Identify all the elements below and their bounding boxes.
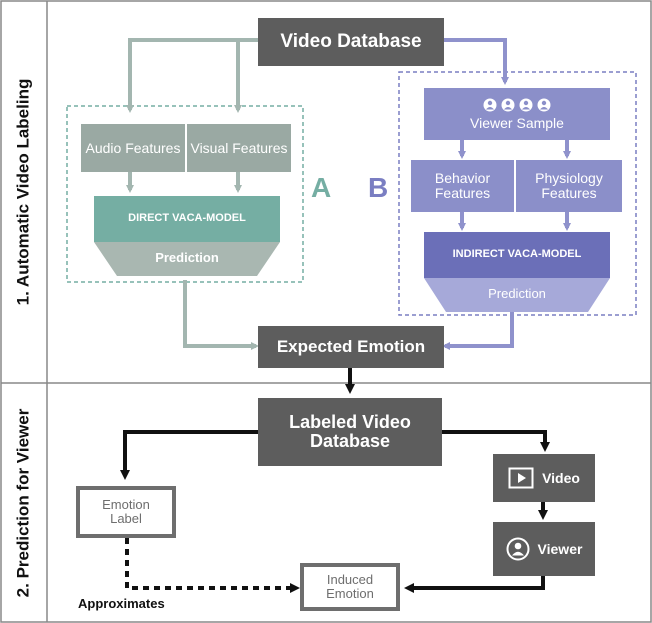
play-video-icon (508, 467, 534, 489)
branch-a-arrows (126, 38, 259, 350)
section-label-automatic-labeling: 1. Automatic Video Labeling (13, 78, 33, 306)
section-label-prediction: 2. Prediction for Viewer (13, 408, 33, 597)
branch-b-letter: B (368, 172, 389, 203)
prediction-a-shape (94, 242, 280, 276)
viewer-sample-label: Viewer Sample (470, 114, 564, 131)
video-box: Video (493, 454, 595, 502)
viewer-sample-icons (483, 98, 551, 112)
viewer-label: Viewer (537, 540, 583, 557)
person-icon (506, 537, 530, 561)
person-icon (483, 98, 497, 112)
branch-b-group (398, 71, 637, 316)
video-label: Video (542, 469, 580, 486)
prediction-a-label: Prediction (155, 250, 219, 266)
visual-features-box: Visual Features (187, 124, 291, 172)
expected-emotion-box: Expected Emotion (258, 326, 444, 368)
branch-b-arrows (442, 38, 571, 350)
direct-vaca-model-box: DIRECT VACA-MODEL (94, 196, 280, 242)
prediction-b-shape (424, 278, 610, 312)
induced-emotion-box: Induced Emotion (300, 563, 400, 611)
physiology-features-box: Physiology Features (516, 160, 622, 212)
indirect-vaca-model-box: INDIRECT VACA-MODEL (424, 232, 610, 278)
prediction-arrows (120, 368, 550, 593)
viewer-sample-box: Viewer Sample (424, 88, 610, 140)
behavior-features-box: Behavior Features (411, 160, 514, 212)
person-icon (501, 98, 515, 112)
emotion-label-box: Emotion Label (76, 486, 176, 538)
viewer-box: Viewer (493, 522, 595, 576)
person-icon (519, 98, 533, 112)
video-database-box: Video Database (258, 18, 444, 66)
approximates-label: Approximates (78, 596, 165, 611)
branch-a-group (66, 105, 304, 283)
labeled-video-database-box: Labeled Video Database (258, 398, 442, 466)
person-icon (537, 98, 551, 112)
prediction-b-label: Prediction (488, 286, 546, 302)
audio-features-box: Audio Features (81, 124, 185, 172)
branch-a-letter: A (311, 172, 332, 203)
